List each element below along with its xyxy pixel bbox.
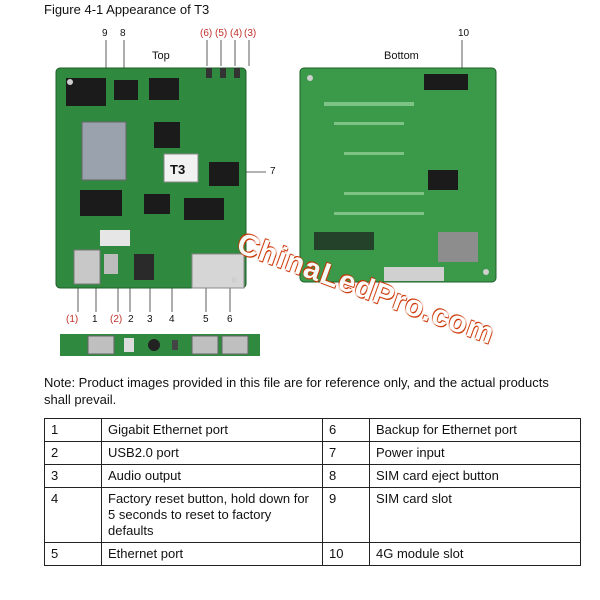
callout-3-alt: (3): [244, 28, 257, 39]
callout-10: 10: [458, 28, 470, 39]
port-description: SIM card slot: [369, 487, 581, 543]
port-description: Audio output: [101, 464, 323, 488]
port-number: 2: [44, 441, 102, 465]
callout-1: 1: [92, 314, 98, 325]
port-number: 5: [44, 542, 102, 566]
port-description: Factory reset button, hold down for 5 se…: [101, 487, 323, 543]
callout-4-alt: (4): [230, 28, 243, 39]
callout-8: 8: [120, 28, 126, 39]
table-row: 5 Ethernet port 10 4G module slot: [44, 542, 581, 566]
port-number: 10: [322, 542, 370, 566]
board-illustration: T3: [55, 40, 497, 356]
callout-6-alt: (6): [200, 28, 213, 39]
chip-label: T3: [170, 162, 185, 177]
callout-6: 6: [227, 314, 233, 325]
note-text: Note: Product images provided in this fi…: [44, 375, 549, 407]
callout-5: 5: [203, 314, 209, 325]
callout-3: 3: [147, 314, 153, 325]
port-description: Gigabit Ethernet port: [101, 418, 323, 442]
callout-2-alt: (2): [110, 314, 123, 325]
port-number: 8: [322, 464, 370, 488]
port-number: 3: [44, 464, 102, 488]
port-number: 1: [44, 418, 102, 442]
figure-caption: Figure 4-1 Appearance of T3: [44, 2, 210, 17]
port-description: Ethernet port: [101, 542, 323, 566]
callout-2: 2: [128, 314, 134, 325]
port-description: USB2.0 port: [101, 441, 323, 465]
port-number: 9: [322, 487, 370, 543]
top-view-label: Top: [152, 50, 170, 62]
port-description: SIM card eject button: [369, 464, 581, 488]
port-table: 1 Gigabit Ethernet port 6 Backup for Eth…: [44, 418, 581, 566]
port-number: 6: [322, 418, 370, 442]
callout-9: 9: [102, 28, 108, 39]
port-number: 7: [322, 441, 370, 465]
port-description: Backup for Ethernet port: [369, 418, 581, 442]
port-number: 4: [44, 487, 102, 543]
bottom-board: [299, 67, 497, 283]
port-description: 4G module slot: [369, 542, 581, 566]
table-row: 4 Factory reset button, hold down for 5 …: [44, 487, 581, 543]
bottom-view-label: Bottom: [384, 50, 419, 62]
callout-5-alt: (5): [215, 28, 228, 39]
side-view-strip: [60, 334, 260, 356]
callout-4: 4: [169, 314, 175, 325]
board-figure: 9 8 (6) (5) (4) (3) 10 Top Bottom: [44, 22, 564, 367]
port-description: Power input: [369, 441, 581, 465]
callout-7: 7: [270, 166, 276, 177]
top-board: T3: [55, 67, 247, 289]
table-row: 1 Gigabit Ethernet port 6 Backup for Eth…: [44, 418, 581, 442]
table-row: 2 USB2.0 port 7 Power input: [44, 441, 581, 465]
callout-1-alt: (1): [66, 314, 79, 325]
table-row: 3 Audio output 8 SIM card eject button: [44, 464, 581, 488]
